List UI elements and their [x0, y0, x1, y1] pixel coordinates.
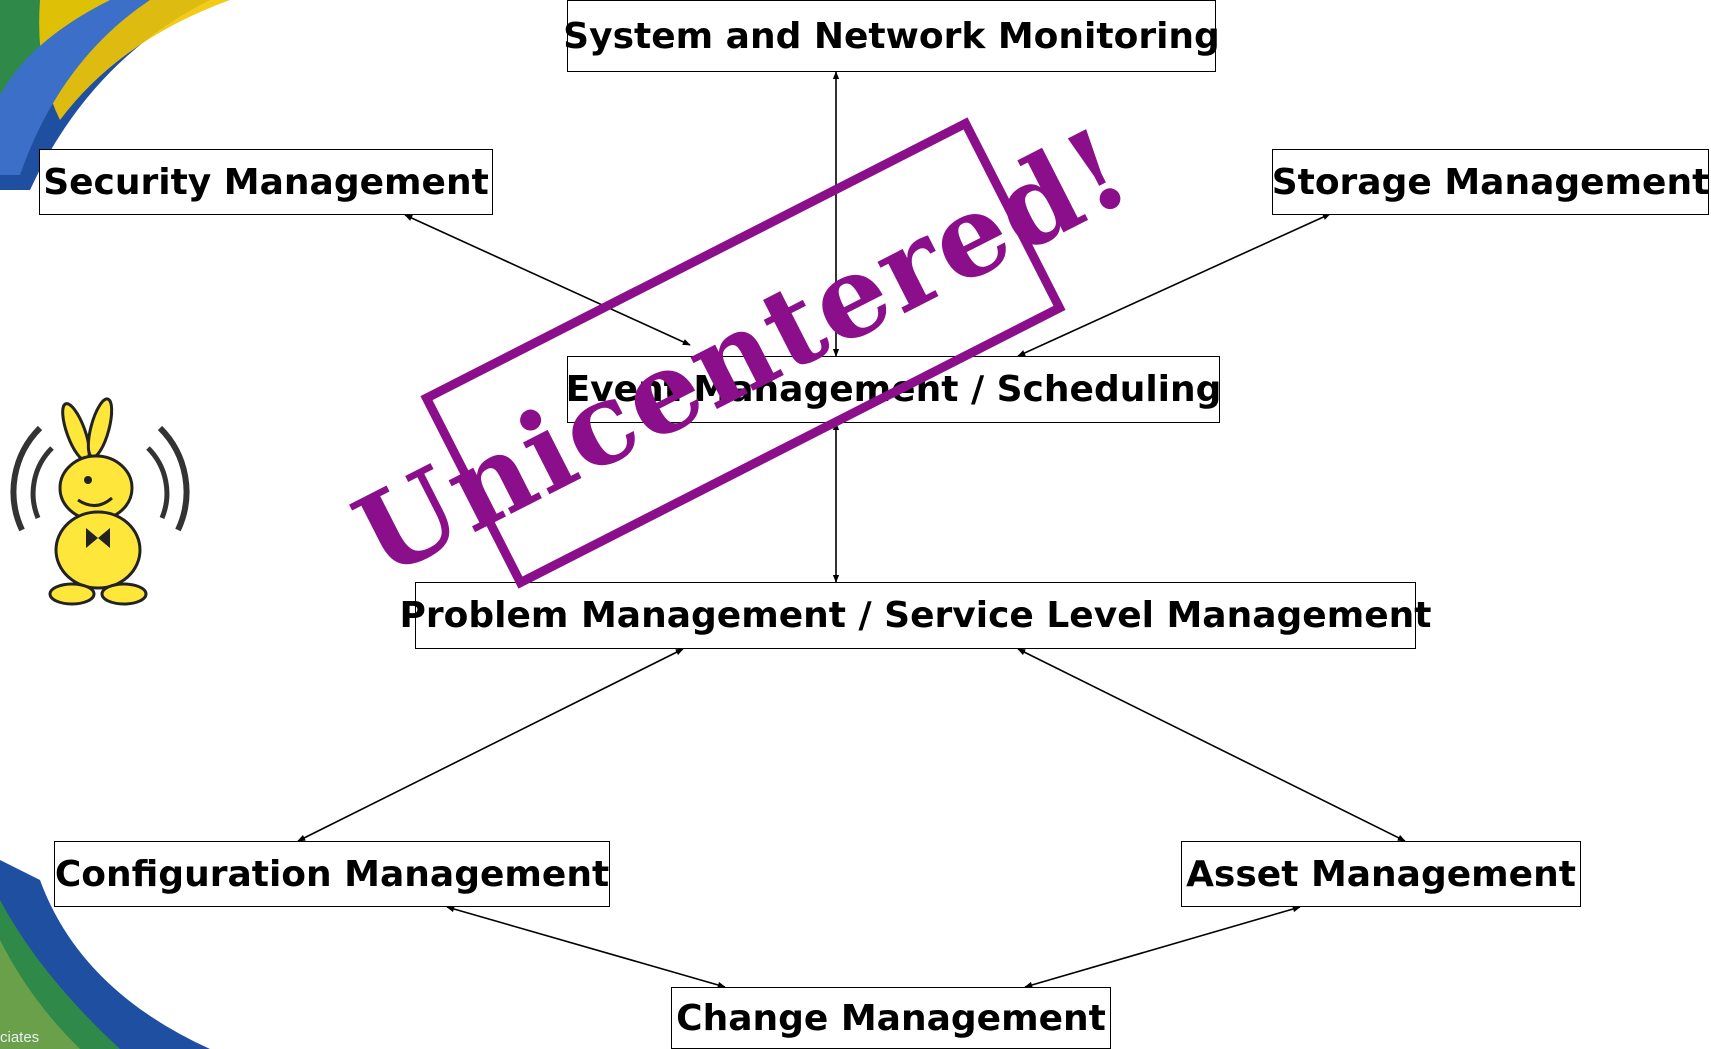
- change-management-box: Change Management: [671, 987, 1111, 1049]
- storage-management-box: Storage Management: [1272, 149, 1709, 215]
- event-management-scheduling-box: Event Management / Scheduling: [566, 356, 1221, 423]
- connector-problem-configuration: [297, 648, 684, 842]
- connector-asset-change: [1024, 905, 1301, 989]
- connector-problem-asset: [1017, 648, 1406, 842]
- connector-configuration-change: [446, 905, 726, 989]
- configuration-management-box: Configuration Management: [54, 841, 610, 907]
- security-management-box: Security Management: [39, 149, 493, 215]
- connector-storage-event: [1017, 213, 1331, 357]
- problem-service-level-management-box: Problem Management / Service Level Manag…: [400, 582, 1431, 649]
- corner-brand-text: ciates: [0, 1029, 40, 1046]
- asset-management-box: Asset Management: [1181, 841, 1581, 907]
- system-network-monitoring-box: System and Network Monitoring: [563, 0, 1220, 72]
- mascot-logo-icon: [10, 397, 190, 606]
- connector-security-event: [404, 214, 691, 346]
